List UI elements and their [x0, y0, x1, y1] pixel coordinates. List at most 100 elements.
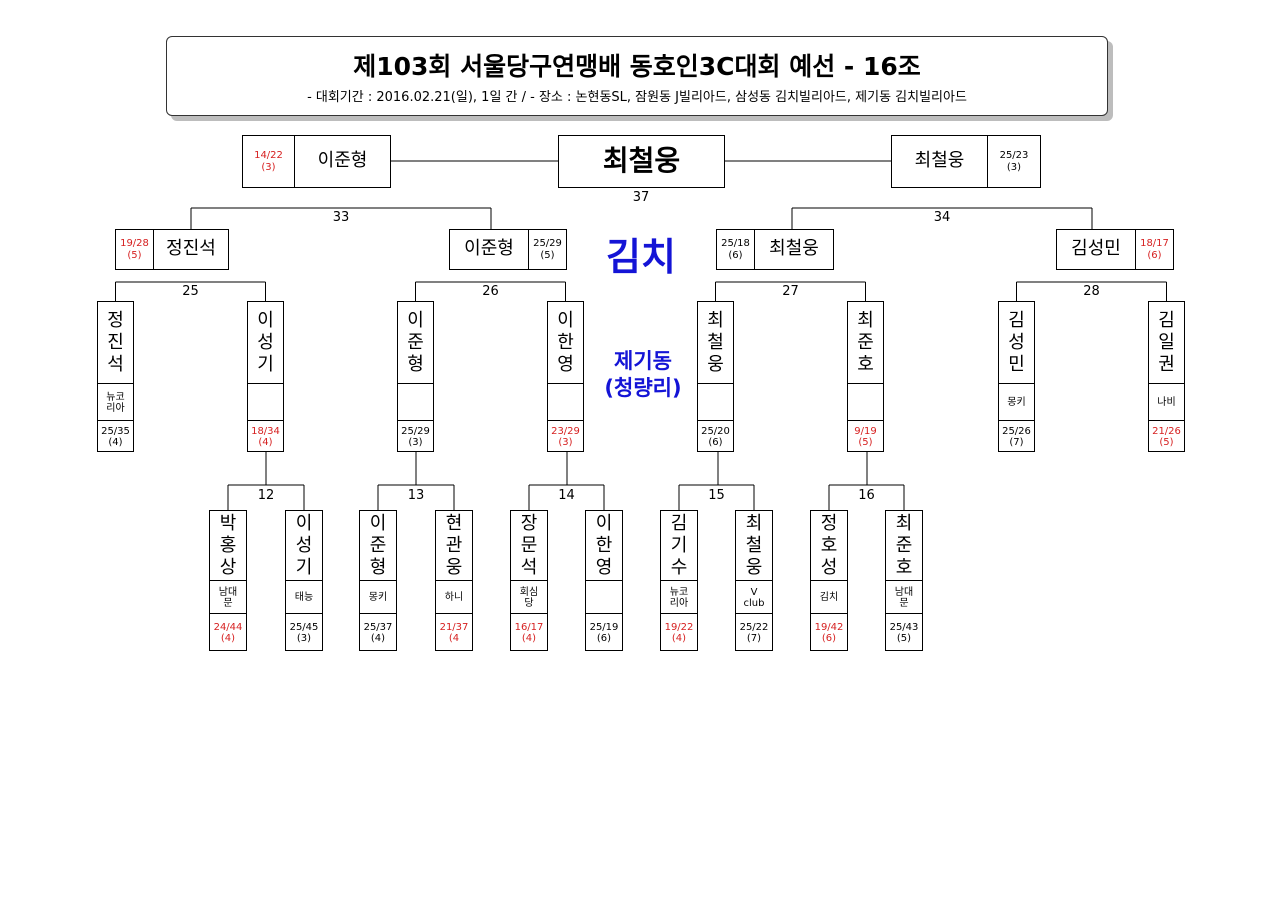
score-text: 19/22 — [664, 621, 694, 633]
player-score: 25/20(6) — [698, 422, 733, 452]
score-text: 25/23 — [999, 150, 1029, 161]
name-char: 민 — [1008, 353, 1025, 375]
player-score: 24/44(4) — [210, 615, 246, 651]
name-char: 이 — [369, 512, 387, 534]
name-char: 현 — [445, 512, 463, 534]
final-right-box: 최철웅 25/23 (3) — [891, 135, 1041, 188]
name-char: 형 — [407, 353, 424, 375]
player-score: 23/29(3) — [548, 422, 583, 452]
innings-text: (4 — [448, 633, 460, 644]
page-title: 제103회 서울당구연맹배 동호인3C대회 예선 - 16조 — [353, 52, 921, 81]
name-char: 성 — [257, 331, 274, 353]
match-number: 15 — [708, 488, 725, 503]
name-char: 성 — [1008, 331, 1025, 353]
score-text: 25/43 — [889, 621, 919, 633]
innings-text: (3) — [296, 633, 312, 644]
club-line: 뉴코 — [669, 586, 689, 598]
club-line: 나비 — [1157, 397, 1176, 408]
club-line: 문 — [223, 597, 233, 609]
name-char: 박 — [219, 512, 237, 534]
final-right-score: 25/23 (3) — [988, 136, 1040, 187]
club-name — [548, 385, 583, 421]
score-text: 25/19 — [589, 621, 619, 633]
name-char: 최 — [745, 512, 763, 534]
score-text: 25/35 — [101, 425, 130, 437]
semi-name: 이준형 — [450, 230, 529, 269]
club-name: 김치 — [811, 582, 847, 614]
innings-text: (3) — [558, 437, 573, 448]
name-char: 웅 — [745, 556, 763, 578]
final-right-name: 최철웅 — [892, 136, 988, 187]
player-score: 25/22(7) — [736, 615, 772, 651]
innings-text: (3) — [408, 437, 423, 448]
name-char: 진 — [107, 331, 124, 353]
score-text: 16/17 — [514, 621, 544, 633]
innings-text: (4) — [521, 633, 537, 644]
name-char: 김 — [1158, 309, 1175, 331]
name-char: 준 — [895, 534, 913, 556]
name-char: 이 — [257, 309, 274, 331]
score-text: 19/28 — [120, 238, 149, 249]
name-char: 정 — [107, 309, 124, 331]
club-line: 당 — [524, 597, 534, 609]
name-char: 웅 — [707, 353, 724, 375]
name-char: 웅 — [445, 556, 463, 578]
innings-text: (3) — [261, 161, 276, 173]
score-text: 25/37 — [363, 621, 393, 633]
club-name — [698, 385, 733, 421]
semi-name: 김성민 — [1057, 230, 1136, 269]
name-char: 김 — [670, 512, 688, 534]
name-char: 석 — [107, 353, 124, 375]
player-score: 25/29(3) — [398, 422, 433, 452]
match-number: 13 — [407, 488, 425, 503]
name-char: 정 — [820, 512, 838, 534]
club-line: 문 — [899, 597, 909, 609]
club-line: 남대 — [218, 586, 238, 598]
name-char: 이 — [407, 309, 424, 331]
name-char: 준 — [857, 331, 874, 353]
innings-text: (7) — [1009, 437, 1024, 448]
semi-score: 18/17 (6) — [1136, 230, 1173, 269]
match-number: 12 — [257, 488, 275, 503]
name-char: 기 — [670, 534, 688, 556]
semi-name: 정진석 — [166, 238, 216, 260]
club-name — [398, 385, 433, 421]
name-char: 호 — [820, 534, 838, 556]
club-line: V — [750, 586, 758, 598]
name-char: 한 — [557, 331, 574, 353]
player-score: 25/43(5) — [886, 615, 922, 651]
score-text: 18/34 — [251, 425, 280, 437]
player-score: 25/35(4) — [98, 422, 133, 452]
score-text: 25/26 — [1002, 425, 1031, 437]
innings-text: (5) — [858, 437, 873, 448]
innings-text: (6) — [821, 633, 837, 644]
name-char: 철 — [745, 534, 763, 556]
match-number: 14 — [558, 488, 575, 503]
score-text: 9/19 — [854, 425, 877, 437]
semi-player-box: 19/28 (5) 정진석 — [115, 229, 229, 270]
club-line: 몽키 — [1007, 397, 1026, 408]
club-line: 몽키 — [368, 592, 388, 603]
semi-player-box: 25/18 (6) 최철웅 — [716, 229, 834, 270]
winner-box: 최철웅 — [558, 135, 725, 188]
match-number: 27 — [782, 284, 799, 299]
